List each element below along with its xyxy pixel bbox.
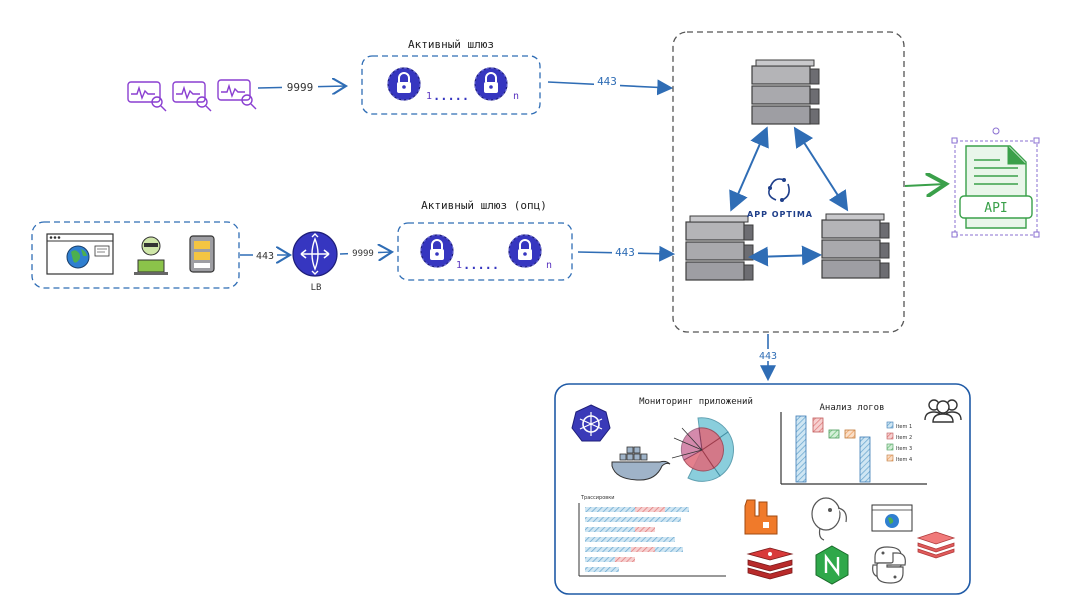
optional-gateway-title: Активный шлюз (опц) [421,199,547,212]
rabbitmq-icon [744,499,778,535]
logs-bar [828,429,840,439]
user-at-laptop-icon [134,236,168,275]
kubernetes-icon [571,404,611,442]
lb-label: LB [311,283,322,293]
logs-title: Анализ логов [819,403,884,413]
browser-icon [46,233,114,275]
port-label-443-monitoring: 443 [759,351,777,362]
trace-bar [655,547,683,552]
server-icon-right [821,213,890,279]
sensor-icon [127,81,167,112]
nginx-icon [815,545,849,585]
link-top-left [729,126,769,212]
users-group-icon [924,399,962,423]
api-label: API [984,201,1007,216]
range-dots: ..... [463,258,499,272]
postgresql-icon [811,497,847,541]
trace-bar [585,537,639,542]
clients-box [31,221,240,289]
optional-gateway-box [397,222,573,281]
load-balancer-icon [292,231,338,277]
trace-bar [585,557,615,562]
trace-bar [635,527,655,532]
server-icon-left [685,215,754,281]
active-gateway-title: Активный шлюз [408,38,494,51]
mobile-phone-icon [189,235,215,273]
port-label-443-top: 443 [597,75,617,88]
logs-chart: Item 1 Item 2 Item 3 Item 4 [780,412,927,485]
redis-icon [746,547,794,580]
trace-bar [585,547,631,552]
server-icon-top [751,59,820,125]
trace-bar [615,557,635,562]
traces-title: Трассировки [580,495,615,501]
legend-item: Item 2 [896,435,912,441]
trace-bar [631,547,655,552]
cluster-box [672,31,905,333]
layers-icon [916,531,956,559]
app-optima-logo-icon [768,178,790,202]
range-start: 1 [456,260,462,271]
sensor-icon [172,81,212,112]
legend-item: Item 1 [896,424,912,430]
api-document-icon [959,145,1033,229]
port-label-9999-top: 9999 [287,81,314,94]
monitoring-panel [554,383,971,595]
app-optima-brand: APP OPTIMA [747,210,813,219]
sensor-icon [217,79,257,110]
trace-bar [627,517,681,522]
trace-bar [585,527,635,532]
legend-item: Item 3 [896,446,912,452]
arrow-cluster-to-api [904,184,946,186]
port-label-443-clients: 443 [256,251,274,262]
range-end: n [546,260,552,271]
range-end: n [513,91,519,102]
active-gateway-box [361,55,541,115]
trace-bar [585,517,627,522]
range-start: 1 [426,91,432,102]
docker-icon [611,446,671,481]
port-label-443-opt: 443 [615,246,635,259]
trace-bar [585,567,619,572]
trace-bar [639,537,675,542]
legend-item: Item 4 [896,457,912,463]
browser-globe-icon [871,504,913,532]
link-left-right [748,245,822,267]
radar-chart-icon [671,417,734,482]
lock-icon [474,67,508,101]
trace-bar [635,507,665,512]
logs-bar [795,415,807,483]
api-selection-frame[interactable] [954,140,1038,236]
traces-chart [578,503,726,577]
logs-bar [844,429,856,439]
logs-bar [812,417,824,433]
lock-icon [508,234,542,268]
trace-bar [585,507,635,512]
trace-bar [665,507,689,512]
python-icon [872,546,906,584]
link-top-right [793,126,849,212]
lock-icon [420,234,454,268]
sensor-group [127,79,257,112]
logs-bar [859,436,871,483]
range-dots: ..... [433,89,469,103]
port-label-9999-lb: 9999 [352,249,374,259]
monitoring-title: Мониторинг приложений [639,397,753,407]
lock-icon [387,67,421,101]
